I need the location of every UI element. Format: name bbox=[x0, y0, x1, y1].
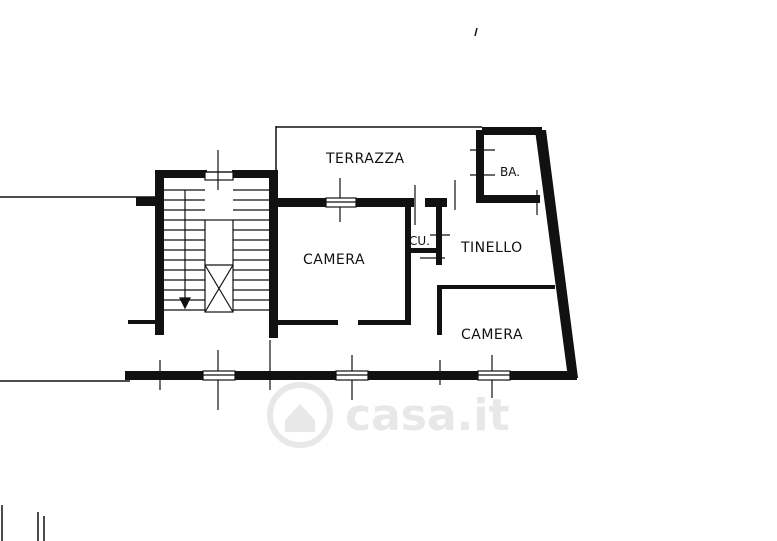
room-label-bedroom-left: CAMERA bbox=[303, 252, 365, 268]
room-label-bedroom-right: CAMERA bbox=[461, 327, 523, 343]
room-label-dining: TINELLO bbox=[460, 240, 523, 256]
stair-arrow-icon bbox=[179, 297, 191, 310]
room-label-bathroom: BA. bbox=[500, 165, 520, 179]
room-label-kitchenette: CU. bbox=[409, 234, 430, 248]
room-label-terrace: TERRAZZA bbox=[325, 151, 405, 167]
watermark-logo-icon bbox=[267, 382, 333, 448]
watermark-house-icon bbox=[285, 404, 315, 432]
watermark-brand: casa.it bbox=[345, 390, 509, 441]
stair-treads-right bbox=[233, 189, 269, 311]
misc-marks bbox=[1, 27, 478, 541]
window-marks bbox=[159, 140, 538, 410]
staircase bbox=[164, 171, 269, 313]
watermark: casa.it bbox=[267, 382, 509, 448]
